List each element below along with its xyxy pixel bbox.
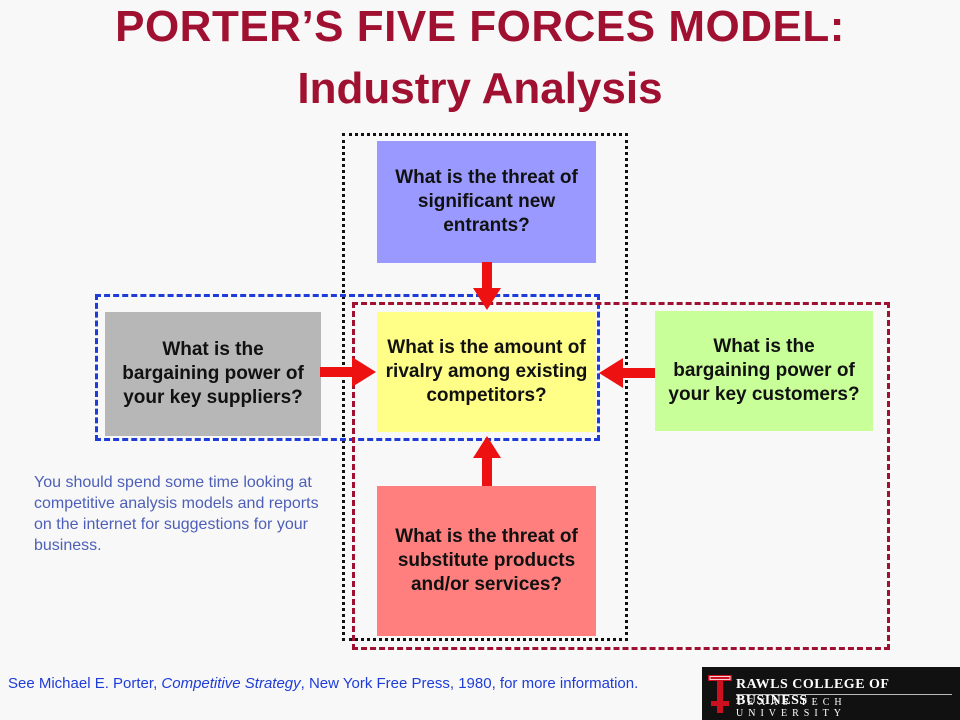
force-suppliers: What is the bargaining power of your key… [105, 312, 321, 436]
double-t-logo-icon [708, 675, 732, 713]
logo-university-name: TEXAS TECH UNIVERSITY [736, 697, 847, 719]
arrow-down-icon [473, 262, 501, 310]
force-rivalry: What is the amount of rivalry among exis… [377, 312, 596, 432]
citation-book-title: Competitive Strategy [161, 675, 301, 692]
logo-college-name: RAWLS COLLEGE OF BUSINESS [736, 677, 889, 708]
citation-footnote: See Michael E. Porter, Competitive Strat… [8, 674, 668, 693]
buyer-side-frame [352, 302, 890, 650]
citation-suffix: , New York Free Press, 1980, for more in… [300, 675, 639, 692]
logo-divider [736, 694, 952, 695]
force-substitutes: What is the threat of substitute product… [377, 486, 596, 636]
supplier-side-frame [95, 294, 600, 441]
arrow-up-icon [473, 436, 501, 486]
advice-note: You should spend some time looking at co… [34, 474, 319, 554]
page-subtitle: Industry Analysis [297, 64, 663, 113]
force-customers: What is the bargaining power of your key… [655, 311, 873, 431]
college-logo: RAWLS COLLEGE OF BUSINESS TEXAS TECH UNI… [702, 667, 960, 720]
citation-prefix: See Michael E. Porter, [8, 675, 162, 692]
page-title: PORTER’S FIVE FORCES MODEL: [115, 2, 845, 51]
arrow-left-icon [599, 358, 655, 388]
vertical-forces-frame [342, 133, 628, 641]
arrow-right-icon [320, 357, 376, 387]
force-new-entrants: What is the threat of significant new en… [377, 141, 596, 263]
